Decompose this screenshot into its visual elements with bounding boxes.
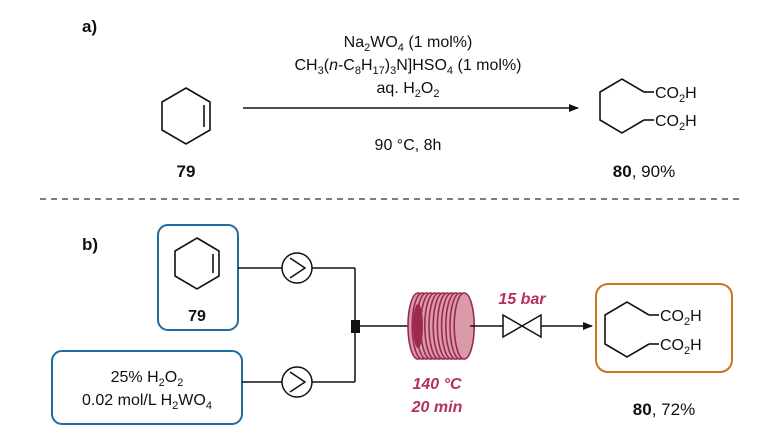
cyclohexene-structure-b: [174, 237, 220, 290]
adipic-acid-structure-a: [599, 78, 654, 134]
product-group-top-b: CO2H: [660, 308, 702, 328]
pump-icon-top: [281, 252, 313, 284]
feed-lines: [238, 267, 410, 383]
reactant-number-b: 79: [188, 308, 206, 325]
reagent-line-2: CH3(n-C8H17)3N]HSO4 (1 mol%): [295, 57, 522, 77]
reagent-box-line-1: 25% H2O2: [111, 369, 184, 389]
reagent-line-3: aq. H2O2: [377, 80, 440, 100]
pump-icon-bottom: [281, 366, 313, 398]
reagent-box-line-2: 0.02 mol/L H2WO4: [82, 392, 212, 412]
pressure-label: 15 bar: [498, 291, 546, 308]
cyclohexene-structure-a: [161, 87, 211, 145]
panel-a-label: a): [82, 17, 97, 36]
t-mixer-icon: [351, 320, 360, 333]
product-group-bottom-a: CO2H: [655, 113, 697, 133]
panel-b-label: b): [82, 235, 98, 254]
product-result-a: 80, 90%: [613, 162, 675, 181]
adipic-acid-structure-b: [604, 301, 659, 358]
back-pressure-valve-icon: [502, 313, 542, 339]
reactant-box-b: [157, 224, 239, 331]
product-box-b: [595, 283, 733, 373]
product-group-top-a: CO2H: [655, 85, 697, 105]
coil-core: [413, 304, 423, 348]
reactor-temperature: 140 °C: [412, 376, 462, 393]
reagent-box-b: [51, 350, 243, 425]
reagent-line-1: Na2WO4 (1 mol%): [344, 34, 473, 54]
reactant-number-a: 79: [177, 162, 196, 181]
product-group-bottom-b: CO2H: [660, 337, 702, 357]
conditions-a: 90 °C, 8h: [375, 137, 442, 154]
product-result-b: 80, 72%: [633, 400, 695, 419]
reactor-time: 20 min: [411, 399, 463, 416]
coil-reactor-icon: [407, 292, 476, 360]
